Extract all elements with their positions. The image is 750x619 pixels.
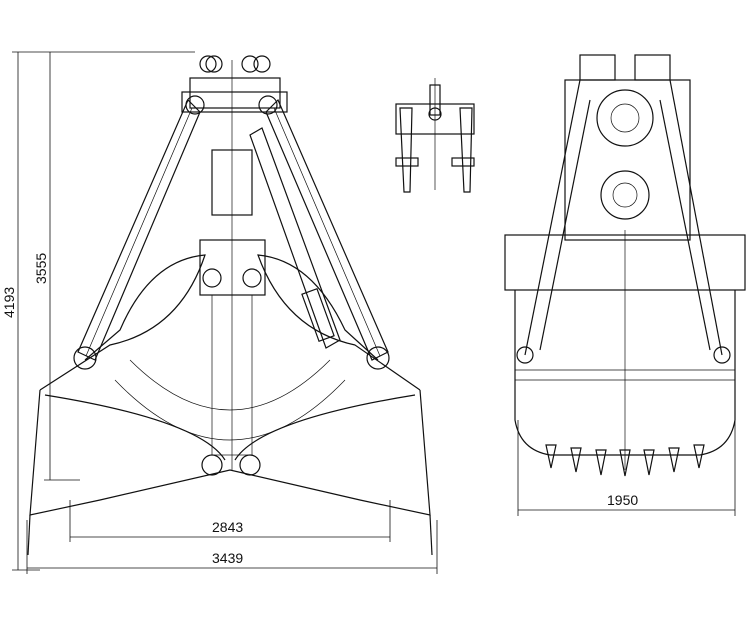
label-3555: 3555 xyxy=(33,253,49,284)
dimension-arm-height: 3555 xyxy=(33,52,80,481)
bucket-teeth xyxy=(545,444,705,477)
front-view xyxy=(27,55,433,556)
dimension-side-width: 1950 xyxy=(517,420,736,516)
side-view xyxy=(504,54,746,477)
label-3439: 3439 xyxy=(212,550,243,566)
dimension-overall-width: 3439 xyxy=(26,520,438,574)
label-1950: 1950 xyxy=(607,492,638,508)
dimension-inner-width: 2843 xyxy=(69,500,391,542)
hanger-detail-view xyxy=(395,78,475,193)
label-4193: 4193 xyxy=(1,287,17,318)
dimension-overall-height: 4193 xyxy=(1,51,195,571)
label-2843: 2843 xyxy=(212,519,243,535)
